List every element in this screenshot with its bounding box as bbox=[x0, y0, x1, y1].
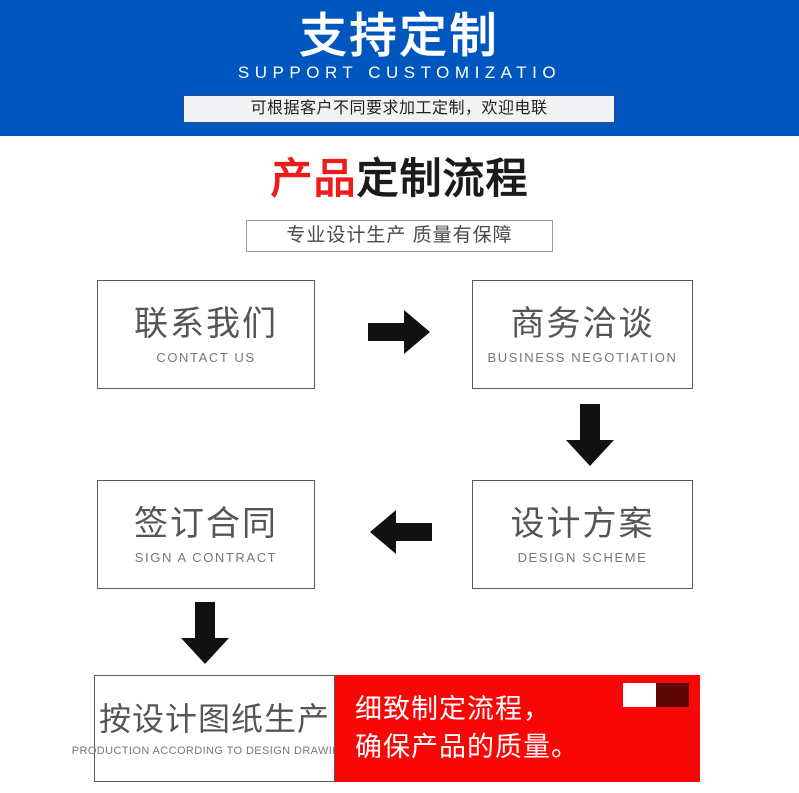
flow-step-sign-contract: 签订合同 SIGN A CONTRACT bbox=[97, 480, 315, 589]
banner-pill-text: 可根据客户不同要求加工定制，欢迎电联 bbox=[183, 95, 615, 123]
banner-subtitle: SUPPORT CUSTOMIZATIO bbox=[237, 63, 562, 82]
decor-square-dark bbox=[656, 683, 689, 707]
flow-step-label-cn: 按设计图纸生产 bbox=[98, 700, 330, 737]
flow-step-label-en: CONTACT US bbox=[156, 349, 256, 365]
page-subtitle: 专业设计生产 质量有保障 bbox=[246, 220, 553, 252]
page-title-rest: 定制流程 bbox=[356, 155, 529, 202]
callout-text: 细致制定流程， 确保产品的质量。 bbox=[355, 690, 579, 766]
flow-step-business-negotiation: 商务洽谈 BUSINESS NEGOTIATION bbox=[472, 280, 693, 389]
callout-panel: 细致制定流程， 确保产品的质量。 bbox=[335, 675, 700, 782]
arrow-left-icon bbox=[370, 510, 432, 554]
header-banner: 支持定制 SUPPORT CUSTOMIZATIO 可根据客户不同要求加工定制，… bbox=[0, 0, 799, 136]
arrow-down-icon bbox=[566, 404, 614, 466]
callout-line-2: 确保产品的质量。 bbox=[355, 732, 579, 762]
flow-step-label-en: PRODUCTION ACCORDING TO DESIGN DRAWINGS bbox=[71, 744, 358, 757]
page-title: 产品定制流程 bbox=[0, 152, 799, 206]
flow-step-label-cn: 签订合同 bbox=[134, 504, 278, 543]
flow-step-design-scheme: 设计方案 DESIGN SCHEME bbox=[472, 480, 693, 589]
callout-line-1: 细致制定流程， bbox=[355, 694, 551, 724]
banner-title: 支持定制 bbox=[299, 9, 500, 62]
decor-square-white bbox=[623, 683, 656, 707]
page-title-highlight: 产品 bbox=[270, 155, 357, 202]
arrow-down-icon bbox=[181, 602, 229, 664]
flow-step-label-en: DESIGN SCHEME bbox=[517, 549, 648, 565]
flow-step-label-cn: 设计方案 bbox=[510, 504, 655, 543]
flow-step-label-en: BUSINESS NEGOTIATION bbox=[487, 349, 678, 365]
flow-step-production: 按设计图纸生产 PRODUCTION ACCORDING TO DESIGN D… bbox=[72, 675, 357, 782]
arrow-right-icon bbox=[368, 310, 430, 354]
flow-step-label-cn: 商务洽谈 bbox=[510, 304, 655, 343]
flow-step-label-cn: 联系我们 bbox=[134, 304, 278, 343]
flow-step-contact-us: 联系我们 CONTACT US bbox=[97, 280, 315, 389]
flow-step-label-en: SIGN A CONTRACT bbox=[134, 549, 278, 565]
